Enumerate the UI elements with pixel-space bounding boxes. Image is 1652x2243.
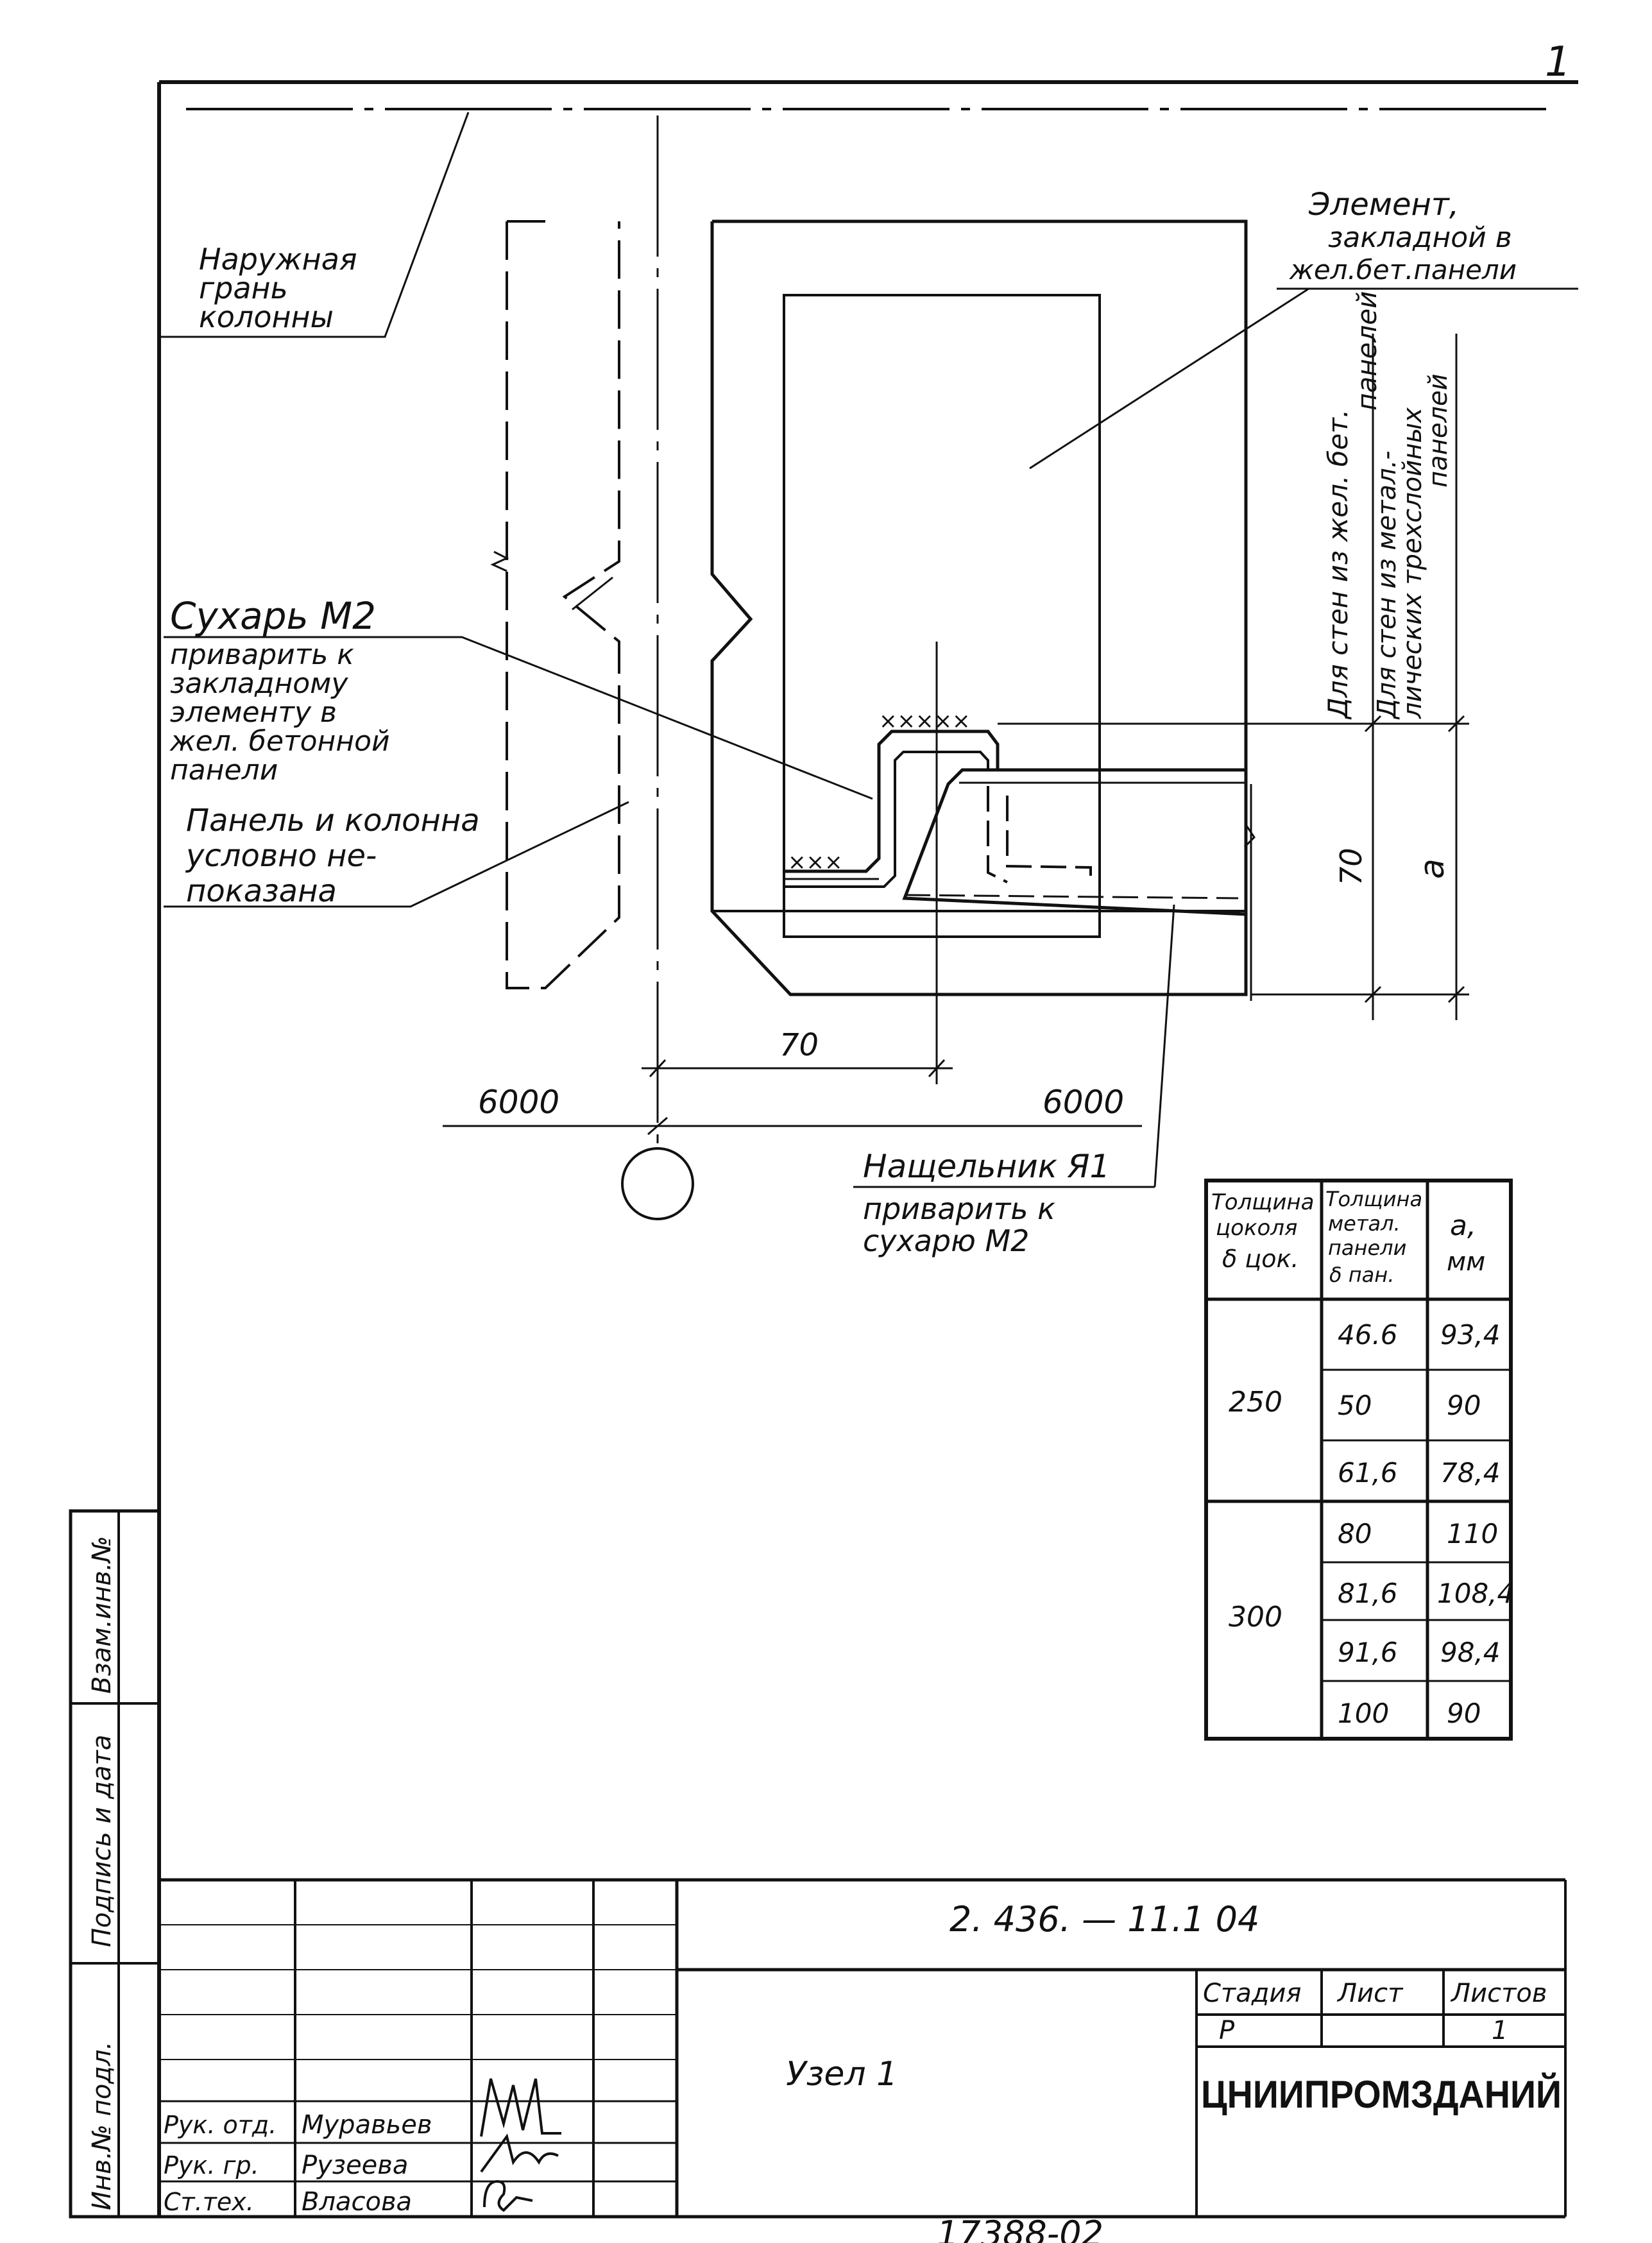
sheet-header: Лист	[1336, 1979, 1404, 2008]
embedded-element-line2: закладной в	[1328, 221, 1512, 254]
r250-3-a: 78,4	[1440, 1457, 1501, 1488]
table-text: Толщина цоколя δ цок. Толщина метал. пан…	[1211, 1187, 1514, 1729]
r250-1-a: 93,4	[1440, 1319, 1501, 1351]
sheets-value: 1	[1492, 2016, 1508, 2045]
suhar-title: Сухарь М2	[170, 594, 376, 638]
suhar-bracket	[784, 729, 1000, 888]
grid-dim-left: 6000	[478, 1084, 559, 1121]
stamp-signature-date: Подпись и дата	[87, 1735, 117, 1947]
embedded-element-line1: Элемент,	[1308, 187, 1459, 223]
outer-face-line3: колонны	[199, 300, 334, 334]
th-panel-3: панели	[1328, 1236, 1406, 1260]
wall-metal-line1: Для стен из метал.-	[1372, 450, 1402, 720]
panel-note-line1: Панель и колонна	[186, 803, 480, 839]
r300-4-a: 90	[1447, 1698, 1481, 1729]
nashchelnik-title: Нащельник Я1	[863, 1148, 1110, 1185]
column-outline	[506, 220, 620, 989]
nashchelnik-note-line2: сухарю М2	[863, 1224, 1029, 1258]
dimension-table	[1204, 1179, 1513, 1741]
suhar-note-line3: элементу в	[170, 696, 337, 729]
stamp-inv-no: Инв.№ подл.	[87, 2042, 117, 2210]
r300-4-panel: 100	[1338, 1698, 1389, 1729]
sheet-mark: 1	[1545, 38, 1571, 86]
r250-1-panel: 46.6	[1338, 1319, 1398, 1351]
drawing-labels: Наружная грань колонны Элемент, закладно…	[169, 187, 1517, 1258]
grid-dim-right: 6000	[1043, 1084, 1124, 1121]
dimension-lines	[443, 334, 1469, 1188]
wall-metal-line3: панелей	[1424, 373, 1453, 488]
suhar-note-line5: панели	[170, 754, 278, 787]
role-head-dept: Рук. отд.	[164, 2111, 277, 2139]
r250-3-panel: 61,6	[1338, 1457, 1398, 1488]
r300-3-panel: 91,6	[1338, 1637, 1398, 1668]
r300-1-a: 110	[1447, 1518, 1498, 1549]
outer-face-line1: Наружная	[199, 242, 357, 277]
r300-3-a: 98,4	[1440, 1637, 1501, 1668]
dim-a: a	[1413, 858, 1452, 879]
drawing-title: Узел 1	[786, 2055, 898, 2094]
wall-rc-line1: Для стен из жел. бет.	[1322, 409, 1354, 720]
r250-2-a: 90	[1447, 1390, 1481, 1421]
nashchelnik-note-line1: приварить к	[863, 1191, 1055, 1226]
sheets-header: Листов	[1450, 1979, 1547, 2008]
th-a-2: мм	[1447, 1247, 1485, 1277]
embedded-element-line3: жел.бет.панели	[1289, 254, 1517, 286]
panel-note-line3: показана	[186, 873, 337, 909]
drawing-code: 2. 436. — 11.1 04	[949, 1899, 1259, 1940]
bottom-archive-number: 17388-02	[937, 2213, 1103, 2243]
title-block-text: 2. 436. — 11.1 04 Узел 1 Стадия Лист Лис…	[164, 1899, 1562, 2217]
side-stamp-text: Инв.№ подл. Подпись и дата Взам.инв.№	[87, 1536, 117, 2210]
weld-marks-left: ×××	[788, 849, 842, 875]
wall-rc-line2: панелей	[1351, 291, 1383, 411]
th-a-1: a,	[1450, 1209, 1476, 1242]
stage-value: Р	[1219, 2016, 1235, 2045]
socle-250: 250	[1229, 1386, 1282, 1419]
socle-300: 300	[1229, 1601, 1282, 1633]
r300-2-a: 108,4	[1437, 1578, 1514, 1609]
outer-face-line2: грань	[199, 271, 288, 305]
th-socle-3: δ цок.	[1222, 1245, 1299, 1273]
r250-2-panel: 50	[1338, 1390, 1372, 1421]
th-panel-4: δ пан.	[1329, 1263, 1394, 1287]
suhar-note-line1: приварить к	[170, 638, 354, 671]
name-senior-tech: Власова	[302, 2187, 412, 2217]
signatures	[480, 2078, 561, 2212]
suhar-note-line4: жел. бетонной	[169, 725, 390, 758]
th-socle-2: цоколя	[1216, 1215, 1297, 1241]
stamp-replaced-inv: Взам.инв.№	[87, 1536, 117, 1694]
name-group-lead: Рузеева	[302, 2151, 408, 2180]
grid-axis-bubble	[621, 1147, 694, 1220]
weld-marks-top: ×××××	[879, 708, 970, 734]
r300-1-panel: 80	[1338, 1518, 1372, 1549]
name-head-dept: Муравьев	[302, 2110, 432, 2140]
wall-metal-line2: лических трехслойных	[1398, 407, 1427, 719]
r300-2-panel: 81,6	[1338, 1578, 1398, 1609]
side-stamp	[69, 1509, 161, 2219]
th-panel-1: Толщина	[1325, 1187, 1422, 1211]
label-leaders	[160, 112, 1578, 908]
panel-note-line2: условно не-	[185, 838, 377, 874]
dim-vertical-70: 70	[1334, 848, 1368, 885]
dim-horizontal-70: 70	[779, 1027, 819, 1063]
th-socle-1: Толщина	[1211, 1190, 1315, 1215]
detail-drawing: ××××× ×××	[160, 108, 1578, 1220]
organization-name: ЦНИИПРОМЗДАНИЙ	[1201, 2073, 1562, 2116]
nashchelnik-strip	[902, 768, 1256, 916]
title-block	[159, 1878, 1565, 2217]
suhar-note-line2: закладному	[170, 667, 348, 700]
panel-section	[710, 219, 1248, 996]
stage-header: Стадия	[1203, 1979, 1301, 2008]
th-panel-2: метал.	[1328, 1211, 1401, 1236]
role-group-lead: Рук. гр.	[164, 2151, 259, 2179]
role-senior-tech: Ст.тех.	[164, 2188, 254, 2216]
